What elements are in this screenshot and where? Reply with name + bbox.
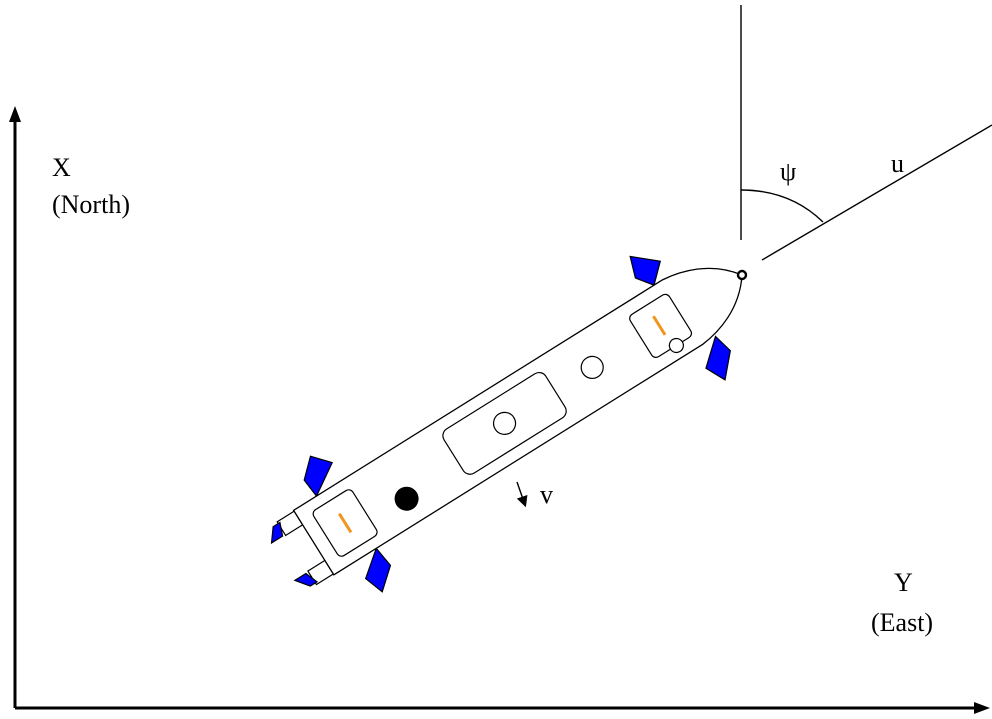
stern-thruster-fin-starboard [270, 521, 284, 545]
heading-angle-arc [740, 189, 824, 223]
stern-thruster-fin-port [293, 572, 319, 587]
sway-velocity-arrow [516, 481, 528, 508]
y-axis-arrowhead [974, 702, 990, 714]
heading-angle-label: ψ [780, 157, 796, 186]
underwater-vehicle [270, 255, 748, 593]
x-axis-label: X [52, 153, 71, 182]
y-east-axis [15, 702, 990, 714]
ballast-mass [394, 486, 419, 511]
bow-sensor-port [668, 337, 684, 354]
stern-thruster-indicator [338, 512, 353, 534]
body-origin-marker [736, 269, 748, 281]
x-axis-arrowhead [9, 106, 21, 122]
sway-velocity-label: v [540, 480, 553, 509]
bow-fins [629, 255, 731, 381]
x-north-axis [9, 106, 21, 708]
stern-fins [303, 455, 392, 593]
surge-velocity-label: u [891, 149, 904, 178]
bow-thruster-indicator [652, 315, 667, 336]
x-axis-sublabel: (North) [52, 190, 130, 219]
bow-fin-starboard [629, 255, 662, 286]
bow-fin-port [705, 335, 731, 381]
payload-port [492, 411, 517, 435]
y-axis-label: Y [894, 568, 913, 597]
y-axis-sublabel: (East) [871, 608, 933, 637]
stern-fin-port [364, 547, 392, 593]
stern-fin-starboard [303, 455, 334, 498]
surge-direction-line [761, 124, 992, 261]
forward-sensor-port [580, 355, 604, 380]
